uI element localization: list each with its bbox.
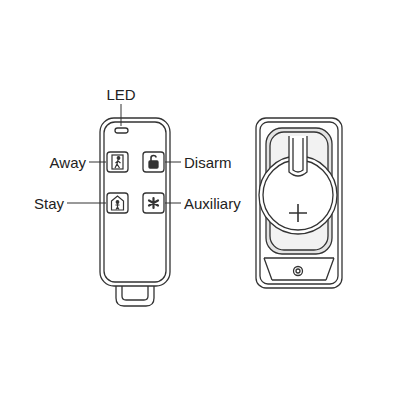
auxiliary-button xyxy=(143,193,164,213)
battery-clip xyxy=(289,136,307,176)
back-screw-inner xyxy=(296,269,300,273)
battery-plus-mark xyxy=(289,204,307,222)
away-icon xyxy=(112,155,123,169)
disarm-button xyxy=(143,152,164,172)
back-bevel xyxy=(264,258,334,280)
back-screw xyxy=(294,267,303,276)
button-label: Away xyxy=(50,154,86,171)
away-leader xyxy=(89,162,106,163)
button-label: Disarm xyxy=(184,154,232,171)
led-leader xyxy=(121,104,122,126)
key-ring-inner xyxy=(122,286,148,300)
auxiliary-leader xyxy=(165,203,181,204)
led-window xyxy=(115,128,128,133)
stay-leader xyxy=(67,203,106,204)
disarm-icon xyxy=(149,156,158,169)
away-button xyxy=(107,152,128,172)
disarm-leader xyxy=(165,162,181,163)
auxiliary-icon xyxy=(149,198,158,208)
button-label: Auxiliary xyxy=(184,195,241,212)
fob-front-housing xyxy=(100,118,170,286)
led-label: LED xyxy=(106,86,135,103)
key-ring xyxy=(116,284,154,306)
fob-front-rim xyxy=(104,122,166,282)
battery-clip-inner xyxy=(293,138,303,172)
fob-back-housing xyxy=(256,118,342,288)
stay-button xyxy=(107,193,128,213)
fob-back-rim xyxy=(260,122,338,284)
stay-icon xyxy=(112,196,124,210)
button-label: Stay xyxy=(34,195,64,212)
